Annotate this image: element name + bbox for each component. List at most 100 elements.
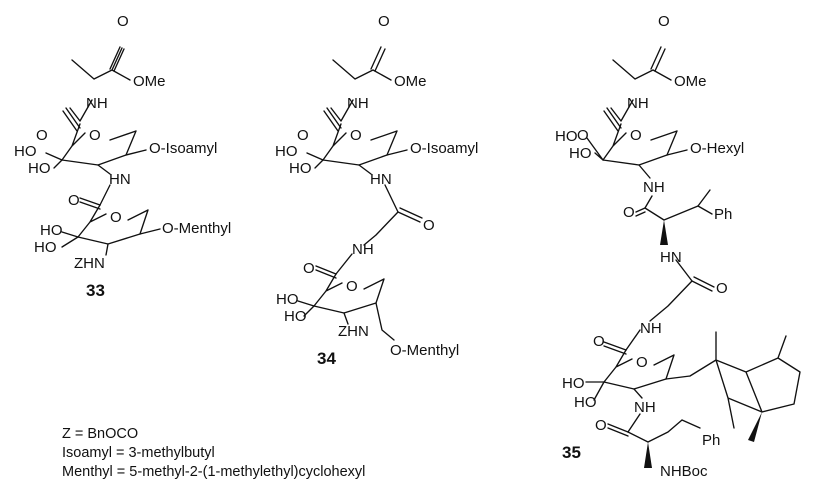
atom-o: O — [36, 127, 48, 144]
atom-ho: HO — [569, 145, 592, 162]
bond — [125, 149, 147, 156]
atom-hn: HN — [109, 171, 131, 188]
atom-ho: HO — [289, 160, 312, 177]
atom-ho: HO — [14, 143, 37, 160]
atom-nh: NH — [640, 320, 662, 337]
bond — [627, 419, 701, 443]
bond — [69, 99, 93, 122]
bond — [306, 152, 324, 169]
double-bond — [603, 46, 666, 132]
atom-zhn: ZHN — [74, 255, 105, 272]
compound-34: O OMe NH O O O-Isoamyl HO HO HN O NH O O… — [275, 13, 478, 368]
atom-o: O — [297, 127, 309, 144]
atom-o: O — [595, 417, 607, 434]
atom-hn: HN — [660, 249, 682, 266]
double-bond — [397, 207, 423, 223]
atom-ho: HO — [34, 239, 57, 256]
bond — [332, 59, 392, 81]
atom-nhboc: NHBoc — [660, 463, 708, 480]
atom-o: O — [577, 127, 589, 144]
ring-bond — [313, 273, 385, 314]
compound-33: O OMe NH O O O-Isoamyl HO HO HN O O O-Me… — [14, 13, 231, 300]
bond — [335, 253, 353, 275]
atom-ho: HO — [562, 375, 585, 392]
compound-number-35: 35 — [562, 443, 581, 462]
atom-o: O — [630, 127, 642, 144]
legend-z: Z = BnOCO — [62, 426, 139, 442]
bond — [612, 59, 672, 81]
atom-ho: HO — [40, 222, 63, 239]
ring-bond — [77, 204, 149, 245]
atom-o: O — [117, 13, 129, 30]
compound-number-33: 33 — [86, 281, 105, 300]
bond — [697, 205, 713, 215]
atom-o: O — [716, 280, 728, 297]
bond — [97, 164, 111, 206]
atom-ph: Ph — [714, 206, 732, 223]
double-bond — [607, 423, 629, 437]
legend-isoamyl: Isoamyl = 3-methylbutyl — [62, 445, 215, 461]
wedge-bond — [660, 220, 668, 245]
atom-o-isoamyl: O-Isoamyl — [149, 140, 217, 157]
atom-o: O — [68, 192, 80, 209]
ring-bond — [602, 123, 678, 166]
bond — [139, 228, 161, 235]
atom-o-hexyl: O-Hexyl — [690, 140, 744, 157]
bond — [61, 231, 79, 248]
double-bond — [315, 265, 337, 279]
atom-nh: NH — [634, 399, 656, 416]
atom-o-menthyl: O-Menthyl — [390, 342, 459, 359]
bond — [297, 300, 315, 317]
atom-ho: HO — [574, 394, 597, 411]
atom-o: O — [658, 13, 670, 30]
atom-o: O — [303, 260, 315, 277]
atom-o-menthyl: O-Menthyl — [162, 220, 231, 237]
abbreviation-legend: Z = BnOCO Isoamyl = 3-methylbutyl Menthy… — [62, 425, 365, 482]
atom-o: O — [346, 278, 358, 295]
atom-ho: HO — [276, 291, 299, 308]
bond — [586, 137, 604, 161]
atom-ome: OMe — [674, 73, 707, 90]
ring-bond — [322, 123, 398, 166]
bond — [627, 388, 643, 433]
atom-hn: HN — [370, 171, 392, 188]
bond — [105, 243, 109, 256]
bond — [343, 302, 395, 341]
ring-bond — [61, 123, 137, 166]
atom-nh: NH — [627, 95, 649, 112]
compound-number-34: 34 — [317, 349, 336, 368]
legend-menthyl: Menthyl = 5-methyl-2-(1-methylethyl)cycl… — [62, 464, 366, 480]
ring-bond — [603, 349, 675, 390]
atom-nh: NH — [347, 95, 369, 112]
atom-o: O — [423, 217, 435, 234]
bond — [649, 259, 693, 322]
bond — [665, 331, 801, 429]
double-bond — [691, 276, 715, 292]
atom-ho: HO — [555, 128, 578, 145]
bond — [585, 381, 605, 401]
bond — [666, 149, 688, 156]
atom-ho: HO — [28, 160, 51, 177]
atom-ome: OMe — [133, 73, 166, 90]
atom-ome: OMe — [394, 73, 427, 90]
atom-o: O — [89, 127, 101, 144]
atom-o: O — [350, 127, 362, 144]
atom-ho: HO — [275, 143, 298, 160]
bond — [625, 329, 641, 351]
bond — [358, 164, 399, 246]
double-bond — [603, 341, 627, 355]
bond — [45, 152, 63, 169]
atom-o: O — [110, 209, 122, 226]
atom-o-isoamyl: O-Isoamyl — [410, 140, 478, 157]
wedge-bond — [748, 412, 762, 442]
bond — [638, 164, 711, 221]
bond — [330, 99, 354, 122]
atom-o: O — [623, 204, 635, 221]
atom-o: O — [378, 13, 390, 30]
wedge-bond — [644, 442, 652, 468]
bond — [610, 99, 634, 122]
bond — [71, 47, 131, 81]
atom-zhn: ZHN — [338, 323, 369, 340]
atom-ph: Ph — [702, 432, 720, 449]
atom-nh: NH — [86, 95, 108, 112]
